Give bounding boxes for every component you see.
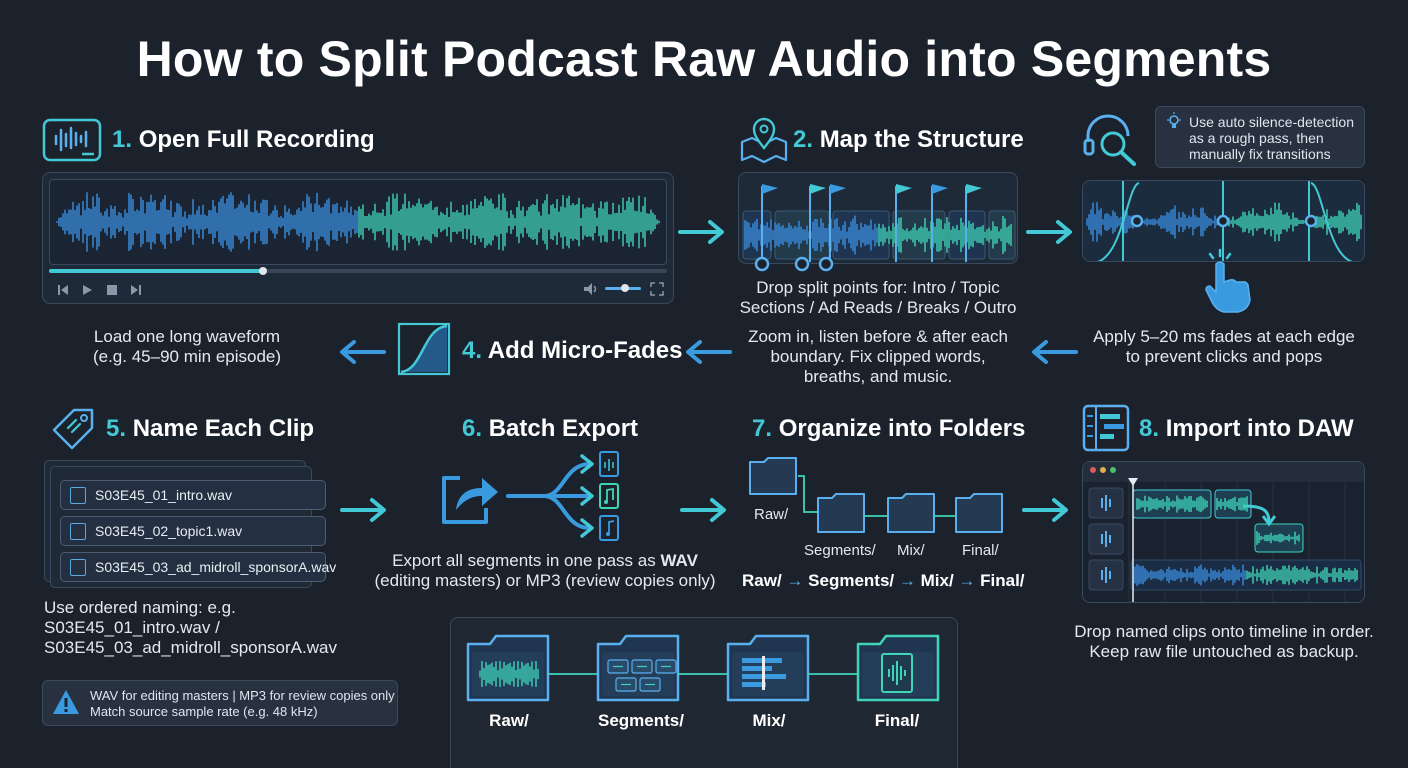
bottom-folder-mix: Mix/ bbox=[752, 711, 786, 730]
step-5-caption: Use ordered naming: e.g.S03E45_01_intro.… bbox=[44, 598, 337, 657]
arrow-2-to-3 bbox=[1026, 220, 1072, 244]
export-branches bbox=[506, 451, 619, 541]
bottom-folder-segments: Segments/ bbox=[598, 711, 684, 730]
daw-app-icon bbox=[1082, 404, 1130, 452]
bottom-folder-final: Final/ bbox=[874, 711, 920, 730]
step-2-title: 2. Map the Structure bbox=[793, 126, 1024, 153]
arrow-5-to-6 bbox=[340, 498, 386, 522]
step-4-title: 4. Add Micro-Fades bbox=[462, 337, 683, 364]
stop-icon[interactable] bbox=[107, 285, 117, 295]
warning-text: WAV for editing masters | MP3 for review… bbox=[90, 688, 395, 719]
music-file-icon bbox=[599, 483, 619, 509]
folder-icon bbox=[955, 493, 1003, 533]
file-item[interactable]: S03E45_03_ad_midroll_sponsorA.wav bbox=[60, 552, 336, 582]
fade-preview bbox=[1082, 180, 1365, 262]
step-7-title: 7. Organize into Folders bbox=[752, 415, 1026, 442]
skip-back-icon[interactable] bbox=[58, 285, 68, 295]
folder-tree bbox=[749, 457, 1003, 533]
warning-box bbox=[42, 680, 398, 726]
folder-icon bbox=[887, 493, 935, 533]
audio-file-icon bbox=[599, 451, 619, 477]
arrow-3-to-zoom bbox=[1032, 340, 1078, 364]
skip-forward-icon[interactable] bbox=[131, 285, 141, 295]
split-markers bbox=[754, 184, 982, 272]
folder-label-segments: Segments/ bbox=[804, 542, 876, 559]
map-pin-icon bbox=[740, 117, 788, 164]
music-file-icon bbox=[599, 515, 619, 541]
folder-structure-graphic bbox=[466, 634, 940, 702]
seek-bar[interactable] bbox=[49, 269, 667, 273]
lightbulb-icon bbox=[1167, 112, 1181, 128]
structure-map bbox=[738, 172, 1018, 264]
step-8-caption: Drop named clips onto timeline in order.… bbox=[1074, 622, 1374, 661]
waveform-app-icon bbox=[42, 118, 102, 162]
fade-curve-icon bbox=[397, 322, 451, 376]
arrow-4-to-1 bbox=[340, 340, 386, 364]
seek-handle[interactable] bbox=[259, 267, 267, 275]
hand-pointer-icon bbox=[1205, 248, 1251, 313]
arrow-7-to-8 bbox=[1022, 498, 1068, 522]
folder-icon bbox=[817, 493, 865, 533]
full-waveform bbox=[56, 192, 660, 252]
share-export-icon[interactable] bbox=[438, 466, 500, 526]
folder-path: Raw/ → Segments/ → Mix/ → Final/ bbox=[742, 571, 1025, 590]
step-8-title: 8. Import into DAW bbox=[1139, 415, 1354, 442]
arrow-6-to-7 bbox=[680, 498, 726, 522]
folder-label-raw: Raw/ bbox=[754, 506, 789, 523]
folder-label-mix: Mix/ bbox=[897, 542, 925, 559]
tip-box bbox=[1155, 106, 1365, 168]
volume-icon[interactable] bbox=[583, 282, 599, 296]
daw-window bbox=[1082, 461, 1365, 603]
file-item[interactable]: S03E45_02_topic1.wav bbox=[60, 516, 326, 546]
fullscreen-icon[interactable] bbox=[650, 282, 664, 296]
folder-label-final: Final/ bbox=[962, 542, 999, 559]
step-1-title: 1. Open Full Recording bbox=[112, 126, 375, 153]
warning-icon bbox=[53, 690, 79, 714]
page-title: How to Split Podcast Raw Audio into Segm… bbox=[136, 31, 1272, 87]
play-icon[interactable] bbox=[83, 285, 92, 295]
audio-player bbox=[42, 172, 674, 304]
folder-icon bbox=[749, 457, 797, 495]
step-5-title: 5. Name Each Clip bbox=[106, 415, 315, 442]
arrow-1-to-2 bbox=[678, 220, 724, 244]
step-6-title: 6. Batch Export bbox=[462, 415, 639, 442]
headset-search-icon bbox=[1083, 114, 1136, 166]
arrow-zoom-to-4 bbox=[686, 340, 732, 364]
step-1-caption: Load one long waveform(e.g. 45–90 min ep… bbox=[92, 327, 282, 366]
step-6-caption: Export all segments in one pass as WAV (… bbox=[374, 551, 716, 590]
bottom-folder-raw: Raw/ bbox=[489, 711, 529, 730]
tag-icon bbox=[52, 408, 94, 450]
file-item[interactable]: S03E45_01_intro.wav bbox=[60, 480, 326, 510]
